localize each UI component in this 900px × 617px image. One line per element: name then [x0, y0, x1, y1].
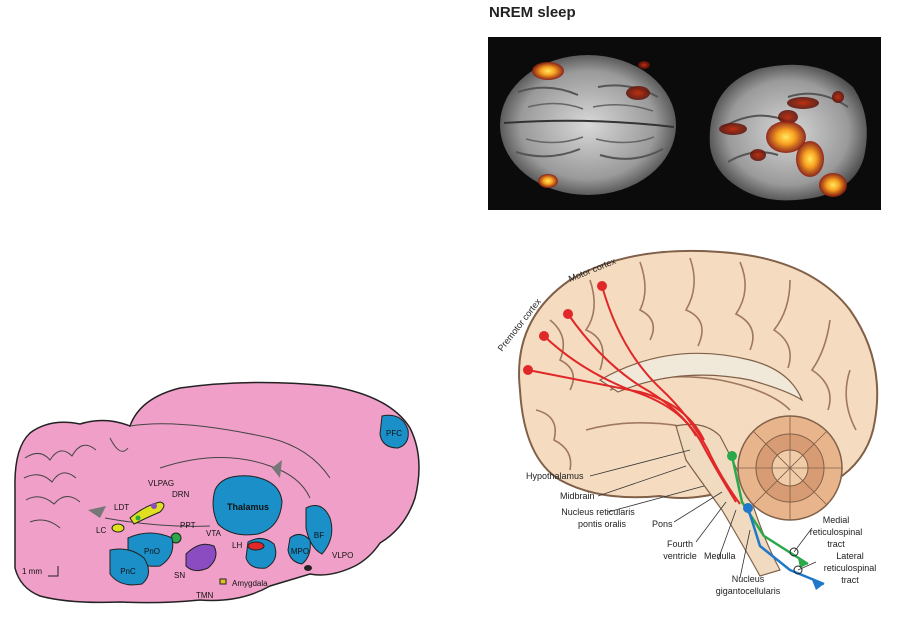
pfc-label: PFC [386, 429, 402, 438]
ventricle-mark [88, 506, 106, 518]
corpus-callosum [598, 352, 804, 402]
lh-label: LH [232, 541, 242, 550]
cerebellum [737, 415, 843, 521]
fourth-label-1: Fourth [667, 539, 693, 549]
lrt-label-3: tract [841, 575, 859, 585]
tmn-label: TMN [196, 591, 214, 600]
motor-origin-4 [523, 365, 533, 375]
mrt-label-2: reticulospinal [810, 527, 863, 537]
cerebellum-folia [23, 437, 129, 529]
pfc-region [379, 414, 409, 449]
nrpo-label-2: pontis oralis [578, 519, 627, 529]
ventricle-mark-2 [272, 460, 282, 478]
sn-label: SN [174, 571, 185, 580]
fmri-image-panel [488, 37, 881, 210]
medulla-label: Medulla [704, 551, 736, 561]
fmri-brain-images [500, 55, 867, 201]
nrpo-label-1: Nucleus reticularis [561, 507, 635, 517]
lc-region [111, 523, 125, 533]
pons-label: Pons [652, 519, 673, 529]
ngc-label-2: gigantocellularis [716, 586, 781, 596]
ngc-label-1: Nucleus [732, 574, 765, 584]
midbrain-label: Midbrain [560, 491, 595, 501]
vta-sn-region [185, 543, 217, 572]
mrt-label-1: Medial [823, 515, 850, 525]
hypothalamus-label: Hypothalamus [526, 471, 584, 481]
lateral-tract [743, 503, 825, 590]
ppt-label: PPT [180, 521, 196, 530]
scale-label: 1 mm [22, 567, 42, 576]
drn-label: DRN [172, 490, 190, 499]
lrt-label-2: reticulospinal [824, 563, 877, 573]
sagittal-brain [709, 64, 867, 201]
human-brain-diagram: Premotor cortex Motor cortex Hypothalamu… [490, 240, 895, 612]
medial-tract [727, 451, 809, 568]
mrt-label-3: tract [827, 539, 845, 549]
pnc-region [109, 548, 149, 586]
motor-origin-1 [597, 281, 607, 291]
vlpo-label: VLPO [332, 551, 353, 560]
amygdala-label: Amygdala [232, 579, 268, 588]
lc-label: LC [96, 526, 106, 535]
fourth-label-2: ventricle [663, 551, 697, 561]
lrt-label-1: Lateral [836, 551, 864, 561]
rat-brain-diagram: PFC Thalamus BF MPO VLPO LH Amygdala TMN… [10, 378, 430, 610]
fmri-title: NREM sleep [489, 4, 576, 21]
thalamus-region [212, 475, 283, 536]
motor-origin-2 [563, 309, 573, 319]
pnc-label: PnC [120, 567, 136, 576]
vlpag-label: VLPAG [148, 479, 174, 488]
bf-label: BF [314, 531, 324, 540]
mpo-label: MPO [291, 547, 309, 556]
thalamus-label: Thalamus [227, 502, 269, 512]
vta-label: VTA [206, 529, 222, 538]
pno-label: PnO [144, 547, 160, 556]
ldt-label: LDT [114, 503, 129, 512]
axial-brain [500, 55, 676, 195]
motor-origin-3 [539, 331, 549, 341]
mpo-region [287, 534, 311, 565]
motor-pathways [527, 285, 741, 505]
brainstem [675, 423, 781, 577]
scale-bar [48, 566, 59, 577]
